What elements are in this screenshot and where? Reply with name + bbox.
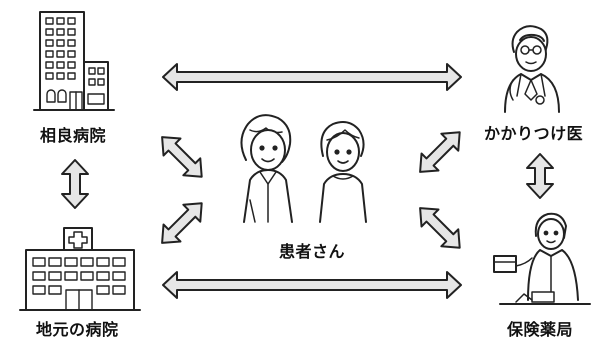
local-hospital-label: 地元の病院 xyxy=(36,320,119,339)
arrow-sagara-to-local xyxy=(61,159,89,209)
arrow-doctor-to-pharmacy xyxy=(526,153,554,199)
arrow-sagara-to-doctor xyxy=(162,63,462,91)
tall-hospital-building-icon xyxy=(33,11,115,111)
arrow-doctor-to-patients xyxy=(419,131,461,173)
hospital-with-cross-icon xyxy=(19,227,141,311)
sagara-hospital-label: 相良病院 xyxy=(40,126,107,145)
pharmacist-icon xyxy=(493,212,591,305)
arrows xyxy=(61,63,554,299)
arrow-local-to-patients xyxy=(161,202,203,244)
arrow-pharmacy-to-patients xyxy=(419,207,461,249)
pharmacy-label: 保険薬局 xyxy=(507,320,574,339)
doctor-icon xyxy=(504,25,560,113)
family-doctor-label: かかりつけ医 xyxy=(484,124,584,143)
arrow-sagara-to-patients xyxy=(161,136,203,178)
patients-label: 患者さん xyxy=(279,242,346,261)
two-patients-icon xyxy=(240,114,367,223)
arrow-local-to-pharmacy xyxy=(162,271,462,299)
